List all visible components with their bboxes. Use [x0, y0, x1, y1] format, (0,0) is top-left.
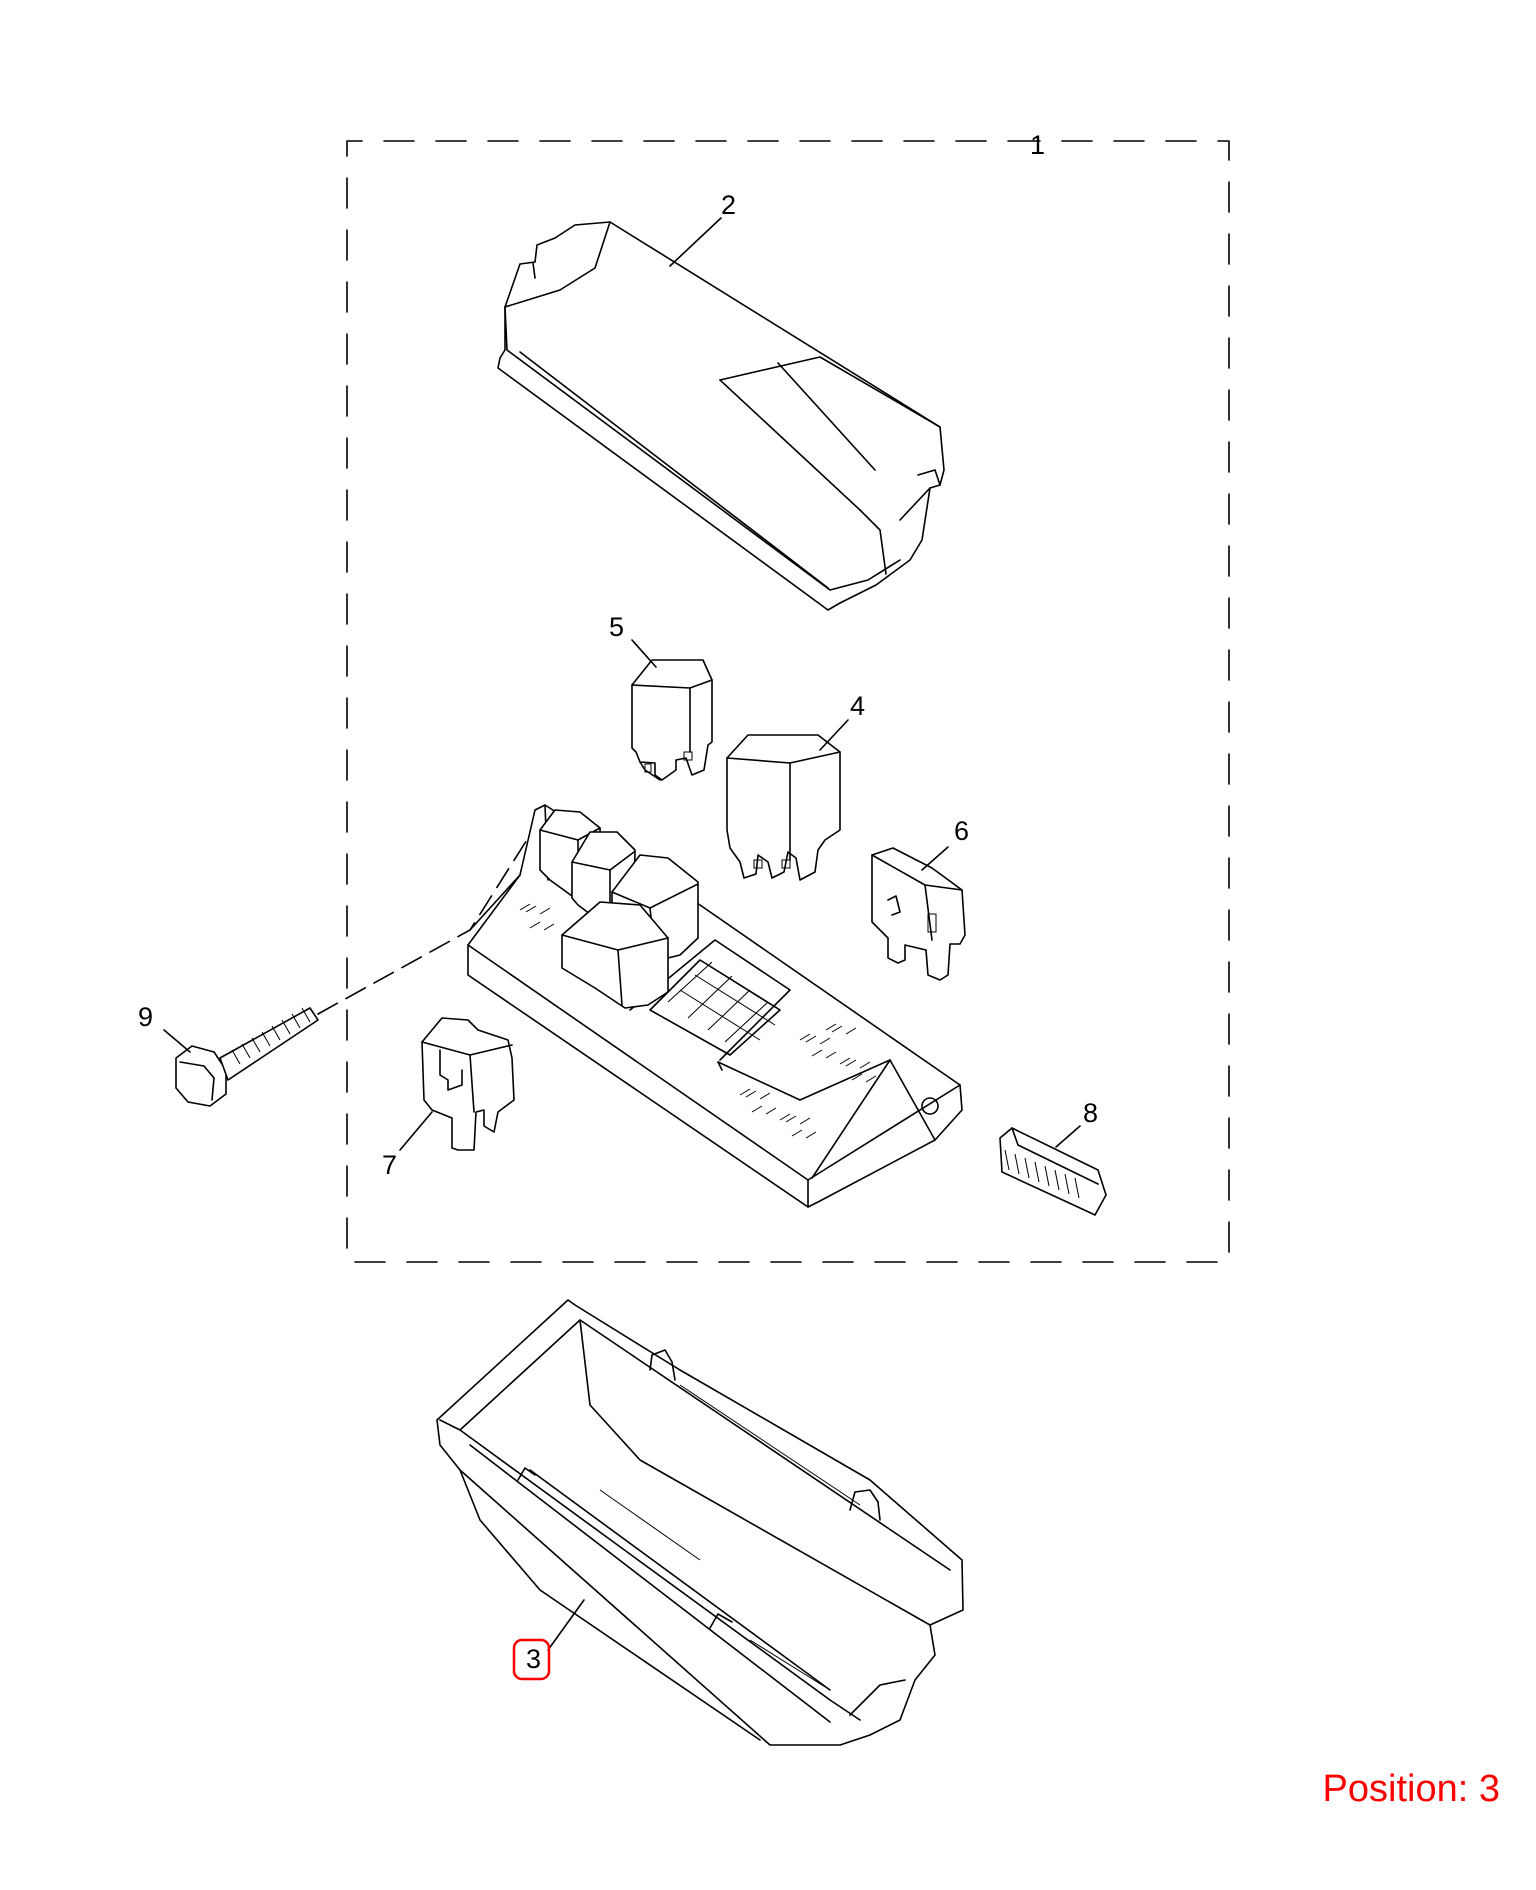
callout-1: 1: [1030, 130, 1045, 160]
position-label: Position: 3: [1322, 1768, 1500, 1810]
part-6-fuse: [871, 847, 966, 981]
leader-lines: [163, 217, 1081, 1651]
part-9-bolt: [175, 1007, 319, 1107]
part-3-housing: [436, 1299, 964, 1746]
callout-6: 6: [954, 816, 969, 846]
bolt-alignment-line: [317, 834, 531, 1015]
fuse-relay-carrier: [467, 804, 963, 1208]
assembly-boundary: [346, 140, 1230, 1263]
callout-3-highlight: [512, 1638, 551, 1681]
part-8-fuse: [999, 1127, 1107, 1216]
part-2-cover: [497, 221, 945, 611]
callout-8: 8: [1083, 1098, 1098, 1128]
callout-2: 2: [721, 190, 736, 220]
callout-3: 3: [526, 1644, 541, 1674]
callout-5: 5: [609, 612, 624, 642]
callout-9: 9: [138, 1002, 153, 1032]
callout-numbers: 1 2 5 4 6 9 8 7 3: [138, 130, 1098, 1674]
part-5-relay: [631, 659, 713, 781]
callout-4: 4: [850, 691, 865, 721]
part-4-relay: [726, 734, 841, 881]
part-7-relay: [421, 1017, 515, 1151]
callout-7: 7: [382, 1150, 397, 1180]
